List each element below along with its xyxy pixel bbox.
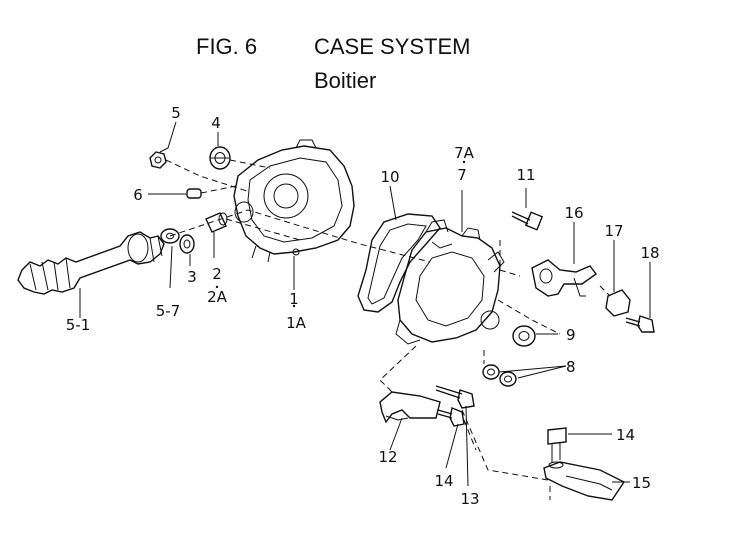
- callout-15: 15: [632, 474, 651, 492]
- callout-18: 18: [640, 244, 659, 262]
- drive-shaft-part: [17, 231, 165, 295]
- callout-17: 17: [604, 222, 623, 240]
- bracket-part: [379, 391, 441, 424]
- bolt-part-11: [511, 211, 544, 231]
- gasket-part: [357, 213, 441, 313]
- bolt-part-18: [625, 315, 655, 333]
- bushing-part: [179, 234, 195, 254]
- callout-5-7: 5-7: [156, 302, 181, 320]
- callout-5: 5: [171, 104, 181, 122]
- nut-part: [149, 151, 167, 169]
- callout-3: 3: [187, 268, 197, 286]
- callout-2a: 2A: [207, 288, 228, 306]
- washer-part: [160, 228, 180, 244]
- bolt-part-14-right: [547, 427, 567, 469]
- callout-labels: 5 4 6 3 2 2A 1 1A 5-7 5-1 10 7A 7 11 16 …: [66, 104, 660, 508]
- plug-part: [186, 188, 202, 199]
- callout-16: 16: [564, 204, 583, 222]
- callout-9: 9: [566, 326, 576, 344]
- leader-lines: [79, 121, 651, 487]
- callout-14-lower: 14: [434, 472, 453, 490]
- bolt-part-14-lower: [437, 407, 465, 427]
- diagram-title: CASE SYSTEM: [314, 34, 471, 59]
- cover-plate-part: [543, 461, 626, 501]
- callout-8: 8: [566, 358, 576, 376]
- callout-11: 11: [516, 166, 535, 184]
- callout-14-right: 14: [616, 426, 635, 444]
- callout-1: 1: [289, 290, 299, 308]
- plate-part: [605, 289, 631, 317]
- callout-7a: 7A: [454, 144, 475, 162]
- callout-2: 2: [212, 265, 222, 283]
- callout-12: 12: [378, 448, 397, 466]
- callout-4: 4: [211, 114, 221, 132]
- bearing-part-upper: [209, 146, 231, 170]
- seal-parts: [482, 364, 517, 387]
- case-half-part: [395, 219, 505, 345]
- callout-6: 6: [133, 186, 143, 204]
- callout-7: 7: [457, 166, 467, 184]
- figure-number: FIG. 6: [196, 34, 258, 59]
- callout-1a: 1A: [286, 314, 307, 332]
- bolt-part-13: [435, 385, 475, 409]
- callout-5-1: 5-1: [66, 316, 91, 334]
- main-case-part: [233, 139, 355, 263]
- callout-13: 13: [460, 490, 479, 508]
- bearing-part-lower: [512, 325, 536, 347]
- callout-10: 10: [380, 168, 399, 186]
- lever-part: [531, 259, 597, 297]
- diagram-subtitle: Boitier: [314, 68, 377, 93]
